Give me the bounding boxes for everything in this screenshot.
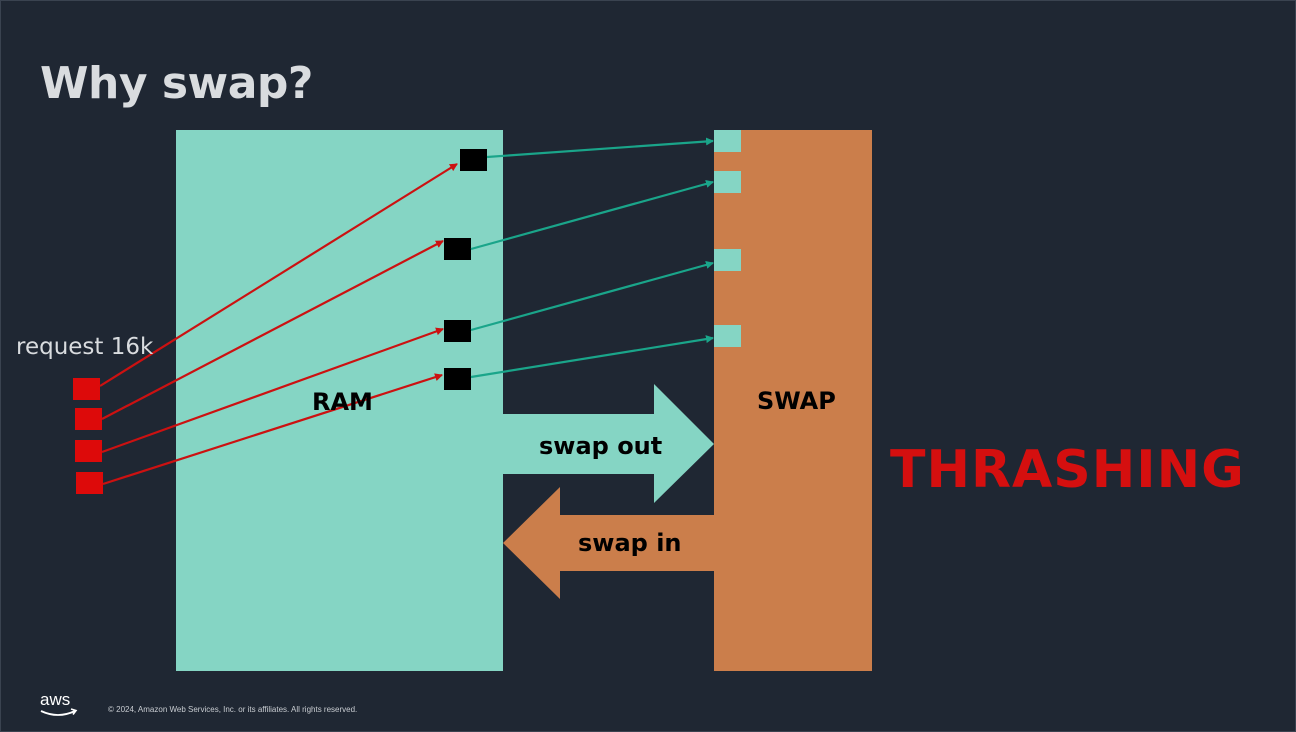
swap-in-label: swap in	[578, 529, 682, 557]
ram-label: RAM	[312, 388, 373, 416]
swap-slot	[714, 171, 741, 193]
thrashing-label: THRASHING	[890, 440, 1245, 500]
swapout-arrow	[470, 261, 714, 332]
swap-out-arrow	[503, 384, 714, 503]
ram-page	[444, 368, 471, 390]
request-arrow	[101, 240, 444, 420]
request-block	[73, 378, 100, 400]
ram-page	[444, 320, 471, 342]
aws-logo-icon: aws	[40, 690, 78, 716]
ram-page	[444, 238, 471, 260]
aws-logo-text: aws	[40, 690, 70, 709]
request-arrow	[99, 163, 458, 387]
swap-slot	[714, 130, 741, 152]
swap-out-label: swap out	[539, 432, 663, 460]
swap-slot	[714, 249, 741, 271]
swap-slot	[714, 325, 741, 347]
copyright: © 2024, Amazon Web Services, Inc. or its…	[108, 705, 358, 714]
ram-block	[176, 130, 503, 671]
ram-page	[460, 149, 487, 171]
request-arrow	[101, 327, 444, 454]
request-arrow	[102, 373, 443, 486]
request-label: request 16k	[16, 334, 154, 360]
request-block	[75, 440, 102, 462]
request-block	[75, 408, 102, 430]
swap-in-arrow	[503, 487, 714, 599]
swap-block	[714, 130, 872, 671]
swapout-arrow	[486, 137, 714, 159]
request-block	[76, 472, 103, 494]
swap-label: SWAP	[757, 387, 836, 415]
swapout-arrow	[470, 335, 714, 379]
slide-title: Why swap?	[40, 58, 313, 109]
swapout-arrow	[470, 180, 714, 251]
